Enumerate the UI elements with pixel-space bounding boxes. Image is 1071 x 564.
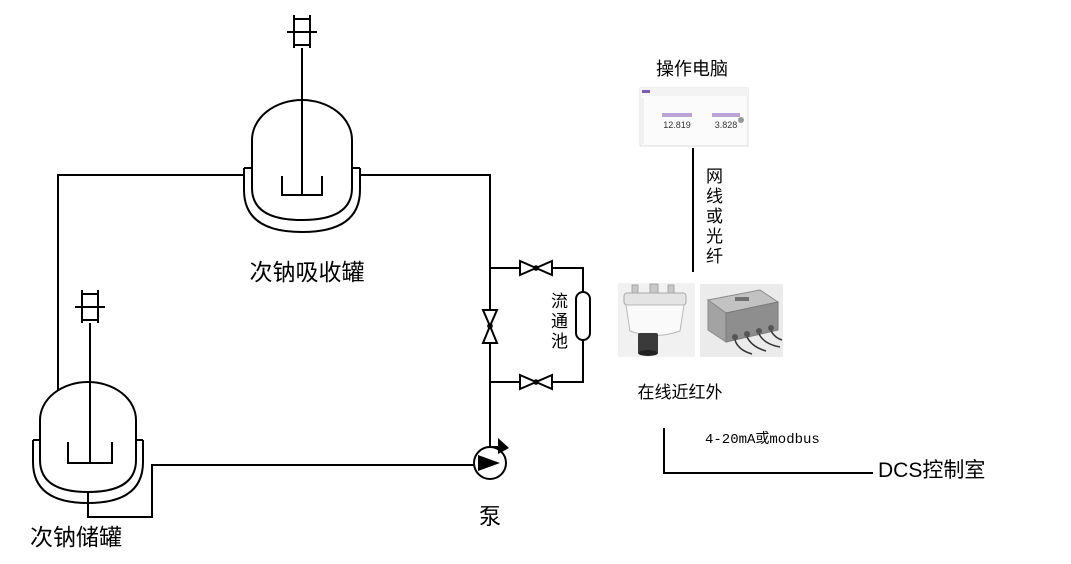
bypass-pipe-top (490, 267, 584, 292)
computer-label: 操作电脑 (656, 59, 728, 80)
signal-line-to-dcs (663, 428, 873, 474)
pump-label: 泵 (478, 505, 502, 530)
valve-icon (519, 373, 553, 391)
nir-analyzer-icon (618, 283, 695, 357)
flow-cell-icon (575, 291, 591, 341)
agitator-motor-icon (287, 15, 317, 48)
pipe-pump-to-storage (87, 464, 474, 518)
valve-icon (519, 259, 553, 277)
agitator-motor-icon (75, 290, 105, 323)
pump-icon (473, 438, 509, 480)
analyzer-label: 在线近红外 (637, 383, 723, 403)
storage-tank (32, 290, 144, 505)
storage-impeller (67, 442, 113, 464)
computer-screen: 12.819 3.828 (639, 87, 749, 147)
absorption-impeller (281, 176, 323, 196)
bypass-pipe-bottom (490, 340, 584, 383)
valve-icon (481, 309, 499, 344)
junction-box-icon (700, 284, 783, 357)
pipe-absorption-to-pump-upper (360, 174, 491, 310)
dcs-label: DCS控制室 (878, 459, 986, 482)
screen-value-1: 12.819 (663, 120, 691, 130)
storage-tank-vessel (39, 381, 137, 494)
signal-label: 4-20mA或modbus (705, 432, 820, 448)
flow-cell-label: 流通池 (547, 292, 567, 352)
screen-value-2: 3.828 (715, 120, 738, 130)
absorption-tank-vessel (251, 99, 353, 222)
absorption-tank-label: 次钠吸收罐 (249, 260, 365, 286)
storage-tank-label: 次钠储罐 (30, 525, 122, 551)
cable-label: 网线或光纤 (702, 167, 722, 267)
absorption-tank-jacket (243, 167, 361, 234)
absorption-tank (243, 15, 361, 234)
pipe-absorption-to-storage (57, 174, 244, 391)
